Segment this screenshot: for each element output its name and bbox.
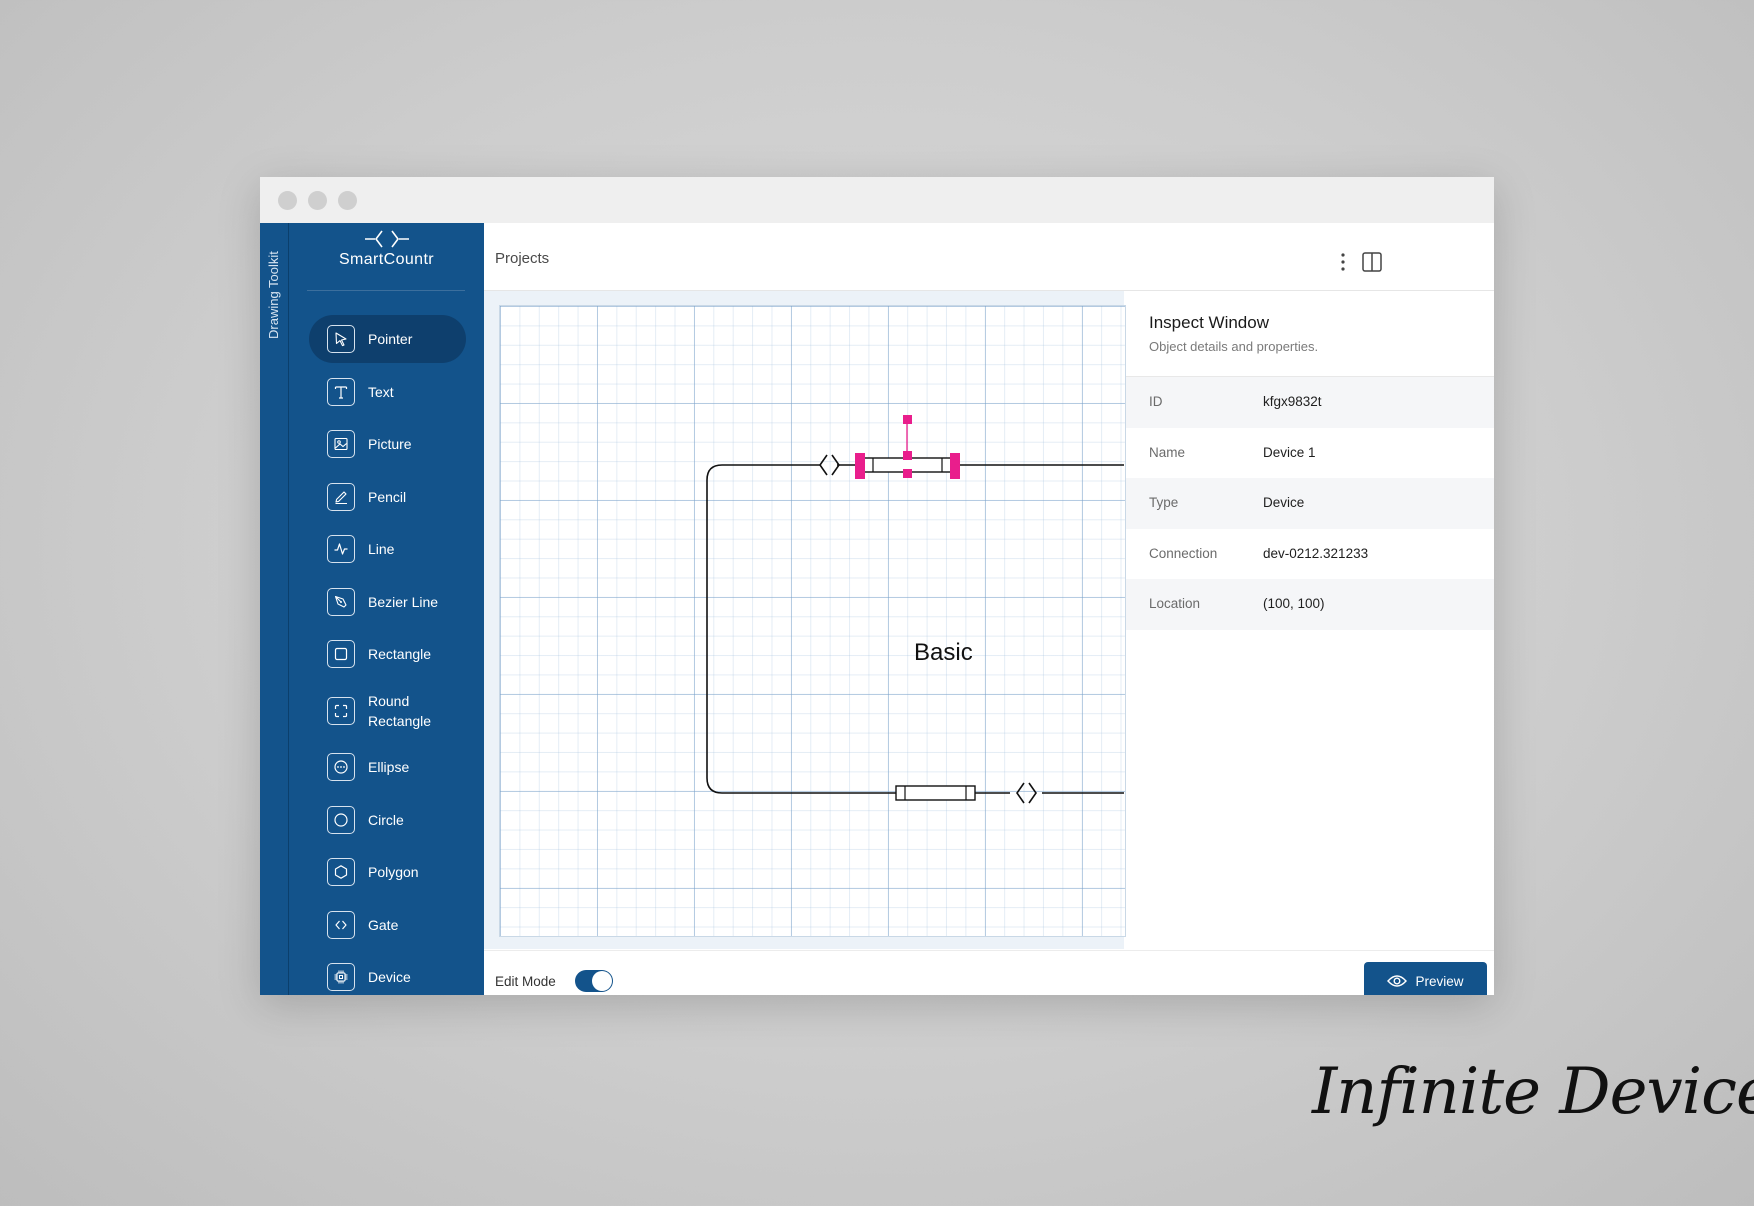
drawing-canvas-area[interactable]: Basic — [484, 291, 1126, 949]
property-list: ID kfgx9832t Name Device 1 Type Device C… — [1126, 377, 1494, 630]
property-key: Connection — [1149, 545, 1218, 561]
footer-bar: Edit Mode Preview — [484, 950, 1494, 995]
preview-label: Preview — [1415, 973, 1464, 989]
device-icon — [327, 963, 355, 991]
property-key: ID — [1149, 394, 1163, 409]
property-row-connection: Connection dev-0212.321233 — [1126, 529, 1494, 580]
tool-label: Round Rectangle — [368, 692, 432, 729]
title-bar — [260, 177, 1494, 223]
round-rectangle-icon — [327, 696, 355, 725]
split-panel-icon[interactable] — [1362, 252, 1382, 272]
tool-pencil[interactable]: Pencil — [309, 473, 466, 521]
circuit-diagram[interactable] — [484, 291, 1124, 949]
inspect-window: Inspect Window Object details and proper… — [1126, 291, 1494, 949]
tool-label: Pointer — [368, 331, 413, 347]
rectangle-icon — [327, 640, 355, 668]
tool-pointer[interactable]: Pointer — [309, 315, 466, 363]
ellipse-icon — [327, 753, 355, 781]
preview-button[interactable]: Preview — [1364, 962, 1487, 995]
tool-picture[interactable]: Picture — [309, 420, 466, 468]
maximize-window-button[interactable] — [338, 191, 357, 210]
inspect-title: Inspect Window — [1149, 313, 1269, 332]
pencil-icon — [327, 482, 355, 511]
app-window: Drawing Toolkit SmartCountr Pointer Text — [260, 177, 1494, 995]
inspect-subtitle: Object details and properties. — [1149, 339, 1319, 354]
tool-label: Ellipse — [368, 759, 410, 775]
diagram-label[interactable]: Basic — [914, 639, 973, 666]
tool-list: Pointer Text Picture Pencil — [309, 315, 466, 995]
tool-label: Picture — [368, 436, 412, 452]
tool-label: Pencil — [368, 488, 407, 505]
edit-mode-toggle[interactable] — [575, 970, 613, 992]
tool-label: Gate — [368, 916, 399, 933]
property-row-name: Name Device 1 — [1126, 428, 1494, 479]
text-icon — [327, 377, 355, 406]
tool-gate[interactable]: Gate — [309, 901, 466, 949]
close-window-button[interactable] — [278, 191, 297, 210]
pointer-icon — [327, 325, 355, 353]
wire[interactable] — [706, 464, 1124, 794]
tool-label: Line — [368, 541, 395, 557]
tool-label: Polygon — [368, 864, 419, 880]
property-row-type: Type Device — [1126, 478, 1494, 529]
page-title: Projects — [495, 250, 550, 267]
device-2[interactable] — [895, 785, 976, 801]
bezier-icon — [327, 587, 355, 616]
resize-handle-top[interactable] — [903, 451, 912, 460]
property-row-id: ID kfgx9832t — [1126, 377, 1494, 428]
inspect-divider — [1126, 376, 1494, 377]
resize-handle-left[interactable] — [855, 453, 865, 479]
tool-text[interactable]: Text — [309, 368, 466, 416]
sidebar-divider — [307, 290, 465, 291]
header: Projects — [484, 223, 1494, 291]
rotate-handle[interactable] — [903, 415, 912, 424]
toggle-knob — [592, 971, 612, 991]
app-logo: SmartCountr — [289, 229, 484, 269]
sidebar: SmartCountr Pointer Text Picture — [289, 223, 484, 995]
edit-mode-label: Edit Mode — [495, 974, 556, 989]
app-name: SmartCountr — [338, 251, 435, 268]
tool-rectangle[interactable]: Rectangle — [309, 630, 466, 678]
device-1-selected[interactable] — [855, 415, 960, 479]
property-value: kfgx9832t — [1263, 394, 1322, 409]
property-value: Device — [1263, 495, 1305, 510]
eye-icon — [1387, 975, 1408, 987]
tool-label: Device — [368, 969, 411, 985]
tool-bezier-line[interactable]: Bezier Line — [309, 578, 466, 626]
minimize-window-button[interactable] — [308, 191, 327, 210]
brand-wordmark: Infinite Devices — [1312, 1055, 1754, 1129]
drawing-grid[interactable] — [499, 305, 1126, 937]
gate-icon — [327, 910, 355, 939]
resize-handle-right[interactable] — [950, 453, 960, 479]
tool-label: Bezier Line — [368, 593, 439, 610]
resize-handle-bottom[interactable] — [903, 469, 912, 478]
tool-label: Text — [368, 383, 394, 400]
drawing-toolkit-strip[interactable]: Drawing Toolkit — [260, 223, 289, 995]
property-value: (100, 100) — [1263, 596, 1325, 611]
property-value: dev-0212.321233 — [1263, 545, 1369, 561]
tool-polygon[interactable]: Polygon — [309, 848, 466, 896]
line-icon — [327, 535, 355, 563]
property-key: Type — [1149, 495, 1179, 510]
main-area: Projects — [484, 223, 1494, 995]
tool-round-rectangle[interactable]: Round Rectangle — [309, 683, 466, 739]
picture-icon — [327, 430, 355, 458]
tool-ellipse[interactable]: Ellipse — [309, 743, 466, 791]
tool-label: Rectangle — [368, 646, 432, 662]
property-key: Location — [1149, 596, 1201, 611]
gate-top[interactable] — [819, 454, 840, 476]
gate-icon — [364, 230, 409, 248]
gate-bottom[interactable] — [1016, 782, 1037, 804]
property-key: Name — [1149, 444, 1186, 460]
circle-icon — [327, 805, 355, 834]
tool-label: Circle — [368, 811, 404, 828]
polygon-icon — [327, 858, 355, 886]
drawing-toolkit-label: Drawing Toolkit — [266, 251, 281, 339]
tool-circle[interactable]: Circle — [309, 796, 466, 844]
more-options-icon[interactable] — [1338, 251, 1348, 273]
tool-line[interactable]: Line — [309, 525, 466, 573]
property-value: Device 1 — [1263, 444, 1316, 460]
property-row-location: Location (100, 100) — [1126, 579, 1494, 630]
tool-device[interactable]: Device — [309, 953, 466, 995]
